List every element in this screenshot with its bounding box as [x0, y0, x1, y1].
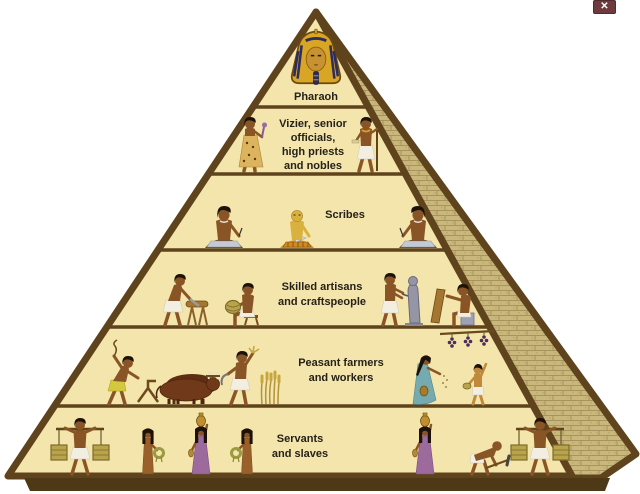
tier-farmers: Peasant farmers and workers [107, 329, 495, 406]
tier-label-pharaoh: Pharaoh [294, 91, 338, 103]
tier-servants: Servants and slaves [49, 411, 571, 476]
basket-weaver-on-stool-icon [224, 283, 259, 327]
tier-label-farmers-line2: and workers [309, 372, 374, 384]
plough-icon [136, 379, 160, 403]
grape-vine-with-child-picking-icon [439, 329, 495, 406]
tier-label-vizier-line3: high priests [282, 146, 344, 158]
tier-label-farmers-line1: Peasant farmers [298, 357, 384, 369]
tier-vizier: Vizier, senior officials, high priests a… [238, 117, 379, 173]
harvester-with-sickle-icon [220, 345, 260, 406]
high-priest-in-leopard-robe-icon [238, 117, 267, 173]
ploughman-with-whip-icon [107, 339, 140, 406]
tier-label-artisans-line2: and craftspeople [278, 296, 366, 308]
oxen-pulling-plough-icon [155, 371, 220, 404]
tier-divider-lines [55, 105, 533, 408]
carpenter-sawing-log-icon [162, 274, 209, 327]
tier-label-artisans-line1: Skilled artisans [282, 281, 363, 293]
tier-label-vizier-line4: and nobles [284, 160, 342, 172]
tier-label-servants-line2: and slaves [272, 448, 328, 460]
pharaoh-funerary-mask-icon [290, 28, 342, 85]
tier-label-scribes: Scribes [325, 209, 365, 221]
wheat-sheaves-icon [260, 370, 281, 405]
craftsman-carving-board-icon [430, 284, 475, 327]
sculptor-carving-statue-icon [380, 273, 423, 327]
labourer-with-pickaxe-icon [469, 441, 511, 476]
close-button[interactable]: ✕ [593, 0, 616, 14]
woman-sowing-seeds-icon [412, 355, 448, 405]
tier-label-vizier-line1: Vizier, senior [279, 118, 347, 130]
tier-label-vizier-line2: officials, [291, 132, 336, 144]
tier-artisans: Skilled artisans and craftspeople [162, 273, 475, 327]
noble-with-staff-icon [351, 117, 379, 173]
tier-label-servants-line1: Servants [277, 433, 323, 445]
tier-pharaoh: Pharaoh [290, 28, 342, 103]
pyramid-base-bar [24, 478, 610, 491]
bald-scribe-writing-icon [280, 210, 314, 248]
tier-scribes: Scribes [203, 204, 439, 250]
close-icon: ✕ [600, 1, 609, 12]
